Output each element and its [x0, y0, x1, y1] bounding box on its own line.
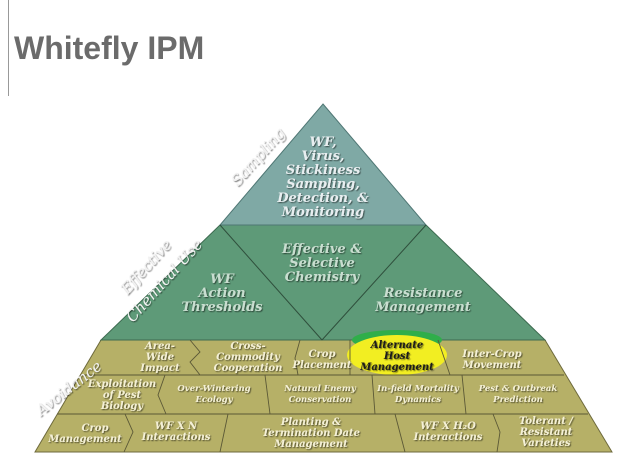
top-tier-sampling: [218, 103, 428, 226]
area-wide-impact-1: Area-: [144, 341, 175, 352]
resistance-management-1: Resistance: [383, 286, 463, 301]
alternate-host-highlight: [347, 335, 447, 375]
wf-action-thresholds-2: Action: [196, 286, 245, 301]
tolerant-resistant-3: Varieties: [521, 438, 571, 449]
middle-divider-left: [219, 224, 323, 341]
exploitation-2: of Pest: [103, 390, 142, 401]
cross-commodity-3: Cooperation: [214, 363, 283, 374]
top-tier-line-4: Sampling,: [286, 177, 360, 192]
natural-enemy-1: Natural Enemy: [283, 384, 357, 394]
exploitation-3: Biology: [100, 401, 144, 412]
resistance-management-2: Management: [374, 300, 471, 315]
crop-placement-2: Placement: [291, 360, 351, 371]
top-tier-line-2: Virus,: [302, 149, 345, 164]
pest-outbreak-1: Pest & Outbreak: [478, 384, 558, 394]
natural-enemy-2: Conservation: [289, 395, 352, 405]
wf-x-n-2: Interactions: [141, 432, 211, 443]
bottom-tier-grid: [57, 339, 588, 453]
middle-divider-right: [321, 224, 427, 341]
over-wintering-1: Over-Wintering: [177, 384, 250, 394]
top-tier-line-5: Detection, &: [276, 191, 369, 206]
effective-chemistry-2: Selective: [289, 256, 355, 271]
top-tier-line-3: Stickiness: [286, 163, 361, 178]
wf-action-thresholds-1: WF: [210, 272, 235, 287]
crop-placement-1: Crop: [309, 349, 336, 360]
alternate-host-1: Alternate: [370, 340, 424, 351]
wf-x-h2o-2: Interactions: [413, 432, 483, 443]
wf-action-thresholds-3: Thresholds: [181, 300, 263, 315]
slide-title: Whitefly IPM: [14, 30, 205, 66]
cross-commodity-2: Commodity: [216, 352, 281, 363]
crop-management-2: Management: [47, 434, 122, 445]
top-tier-line-1: WF,: [309, 135, 336, 150]
wf-x-n-1: WF X N: [155, 421, 198, 432]
area-wide-impact-2: Wide: [146, 352, 174, 363]
inter-crop-movement-2: Movement: [462, 360, 522, 371]
exploitation-1: Exploitation: [87, 379, 156, 390]
alternate-host-2: Host: [383, 351, 411, 362]
wf-x-h2o-1: WF X H₂O: [420, 421, 476, 432]
in-field-mortality-2: Dynamics: [394, 395, 441, 405]
planting-termination-2: Termination Date: [262, 428, 360, 439]
cross-commodity-1: Cross-: [230, 341, 265, 352]
tolerant-resistant-1: Tolerant /: [519, 416, 574, 427]
in-field-mortality-1: In-field Mortality: [376, 384, 460, 394]
top-tier-line-6: Monitoring: [281, 205, 364, 220]
inter-crop-movement-1: Inter-Crop: [461, 349, 521, 360]
effective-chemistry-3: Chemistry: [285, 270, 361, 285]
planting-termination-1: Planting &: [280, 417, 341, 428]
alternate-host-3: Management: [359, 362, 434, 373]
effective-chemistry-1: Effective &: [281, 242, 362, 257]
pest-outbreak-2: Prediction: [492, 395, 543, 405]
over-wintering-2: Ecology: [194, 395, 233, 405]
title-divider: [8, 0, 9, 96]
area-wide-impact-3: Impact: [139, 363, 180, 374]
crop-management-1: Crop: [82, 423, 109, 434]
tolerant-resistant-2: Resistant: [519, 427, 573, 438]
planting-termination-3: Management: [273, 439, 348, 450]
